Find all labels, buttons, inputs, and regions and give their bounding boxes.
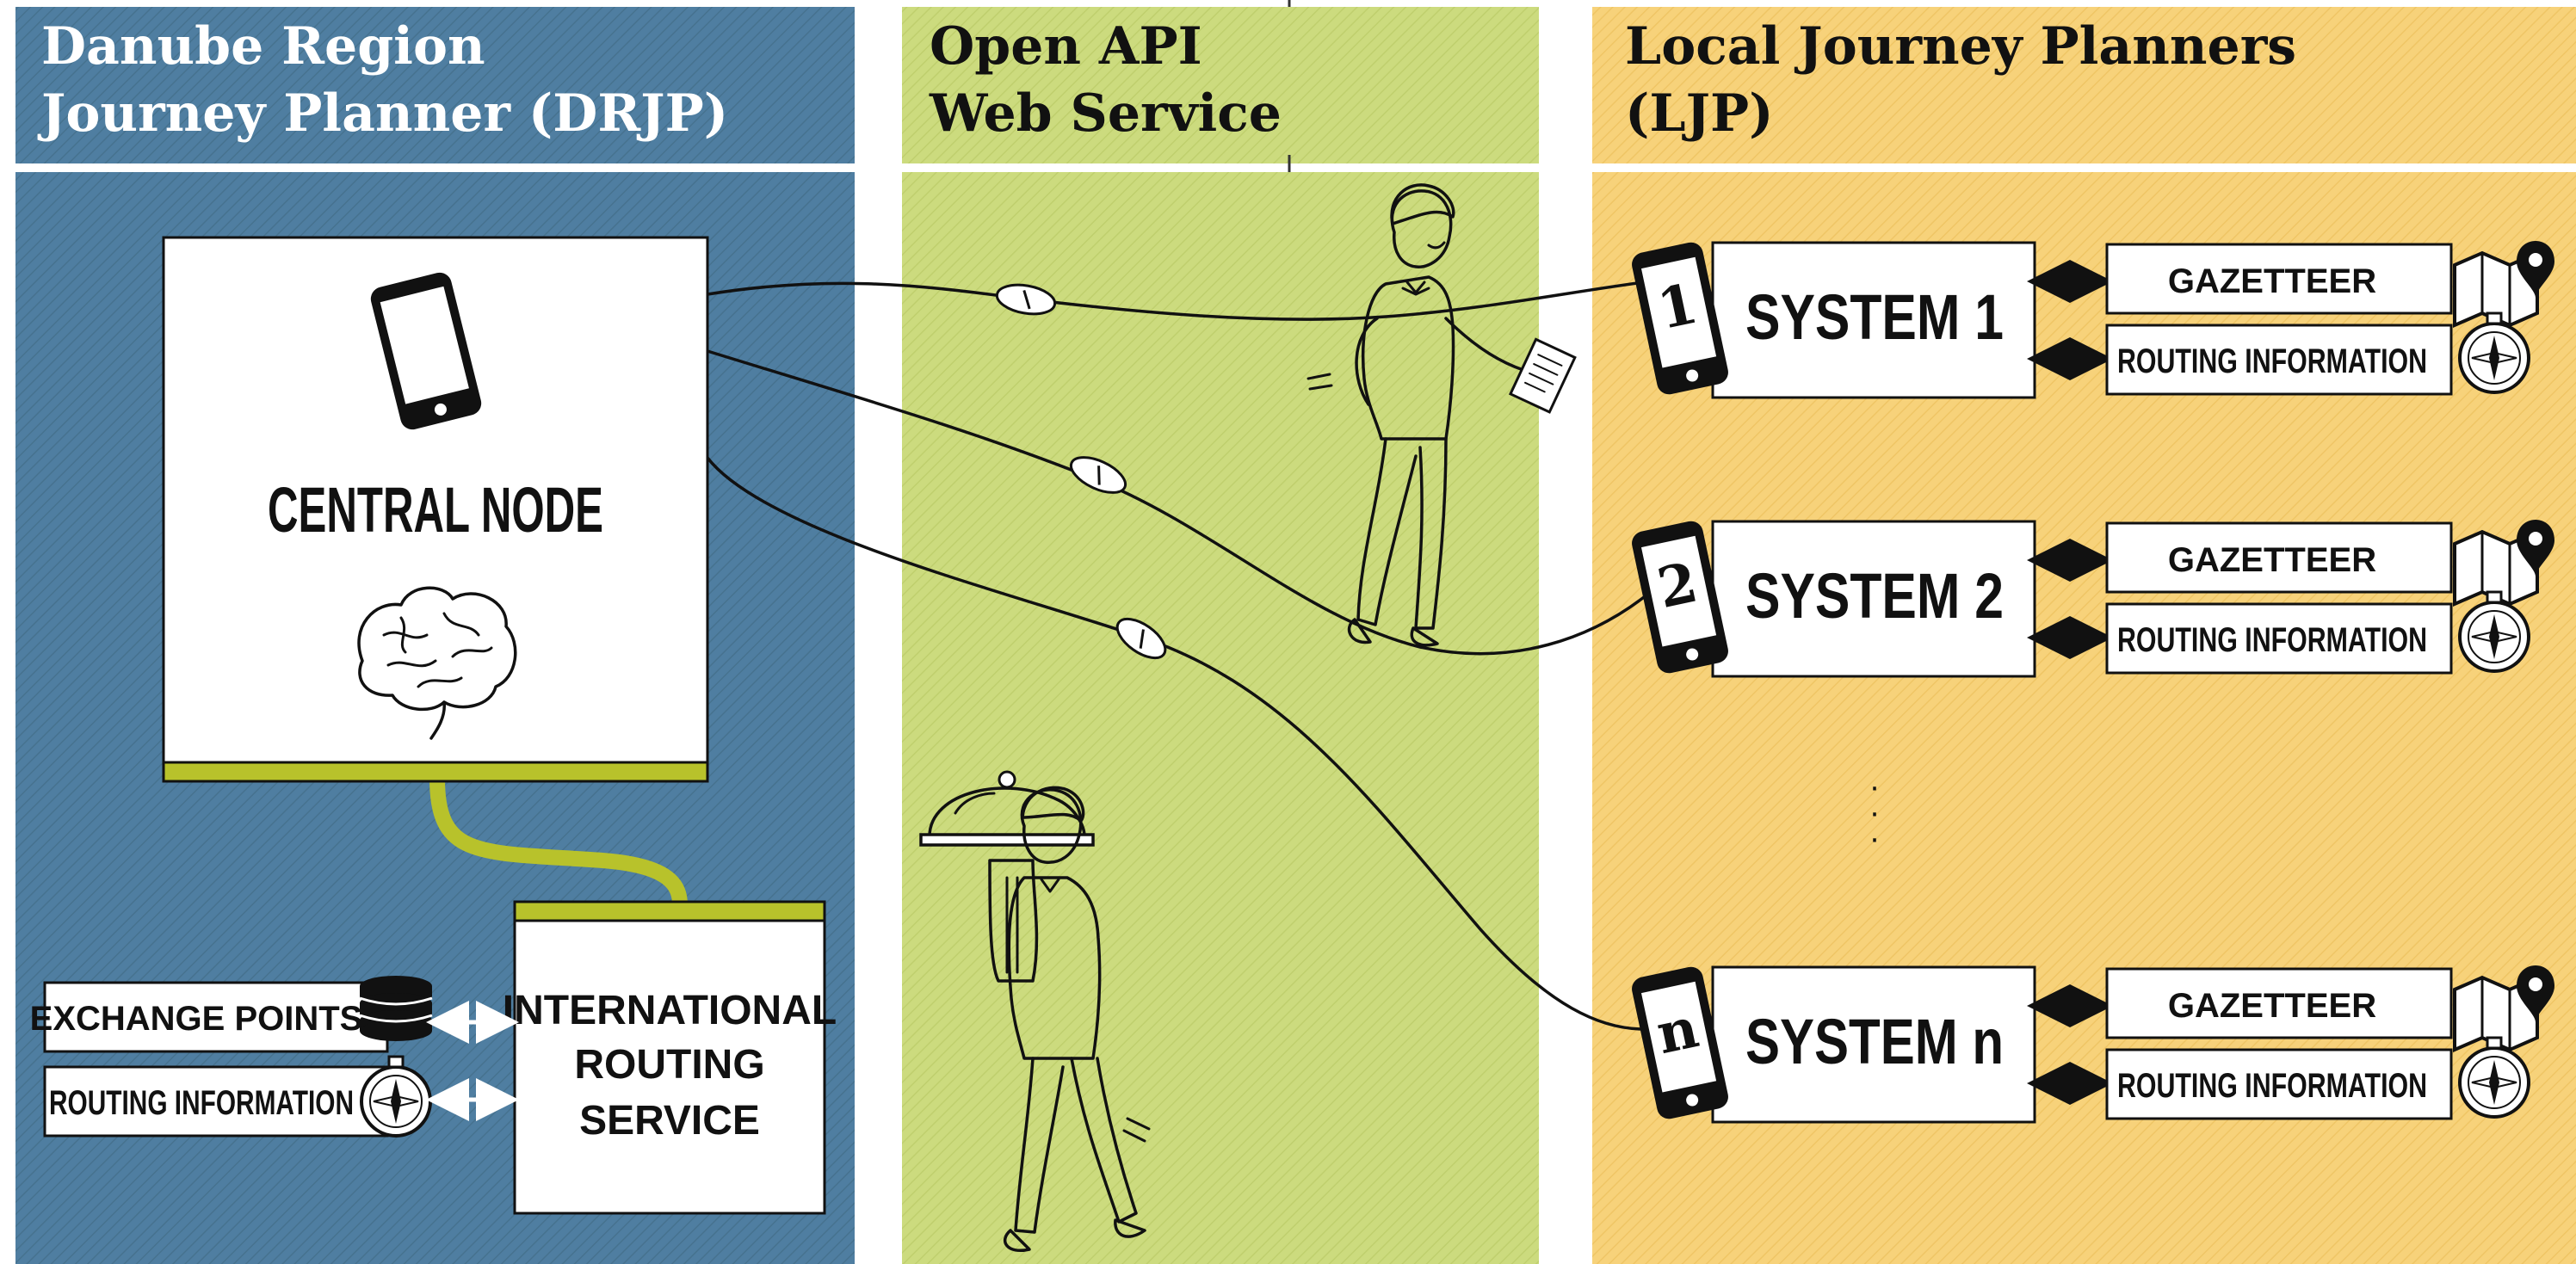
system-row-3: SYSTEM nn GAZETTEER ROUTING INFORMATION: [1632, 965, 2554, 1124]
connection-cables: [706, 281, 1646, 1031]
drjp-routing-information-label: ROUTING INFORMATION: [49, 1084, 354, 1122]
waiter-with-cloche-illustration: [919, 770, 1151, 1253]
system-phone-icon: n: [1632, 966, 1728, 1119]
system-box: [1711, 520, 2036, 678]
international-routing-box: INTERNATIONAL ROUTING SERVICE: [503, 900, 837, 1215]
ljp-title-line2: (LJP): [1625, 83, 1773, 144]
system-phone-icon: 2: [1632, 521, 1728, 674]
drjp-title-line1: Danube Region: [41, 16, 485, 77]
routing-information-label: ROUTING INFORMATION: [2117, 1067, 2427, 1105]
international-routing-line1: INTERNATIONAL: [503, 988, 837, 1033]
gazetteer-label: GAZETTEER: [2168, 987, 2376, 1025]
api-title-line1: Open API: [930, 16, 1202, 77]
cable-to-system-n: [706, 456, 1646, 1031]
ljp-header-band: [1592, 7, 2576, 163]
system-label: SYSTEM n: [1745, 1006, 2004, 1077]
database-icon: [359, 976, 433, 1041]
gazetteer-box: [2105, 243, 2453, 315]
api-body-band: [902, 172, 1539, 1264]
drjp-title-line2: Journey Planner (DRJP): [37, 83, 728, 144]
brain-icon: [357, 586, 517, 740]
cable-to-system-1: [706, 281, 1646, 321]
compass-icon: [2458, 590, 2530, 673]
exchange-points-box: EXCHANGE POINTS: [30, 976, 519, 1053]
routing-information-label: ROUTING INFORMATION: [2117, 342, 2427, 380]
routing-information-box: [2105, 1048, 2453, 1120]
api-title-line2: Web Service: [929, 83, 1282, 144]
international-routing-line2: ROUTING: [574, 1042, 764, 1088]
system-label: SYSTEM 2: [1745, 560, 2004, 632]
cable-plug-1: [995, 283, 1057, 316]
ellipsis-indicator-3: ·: [1870, 823, 1880, 858]
compass-icon: [360, 1055, 432, 1138]
ellipsis-indicator: ·: [1870, 772, 1880, 806]
gazetteer-box: [2105, 521, 2453, 594]
api-header-band: [902, 7, 1539, 163]
routing-information-label: ROUTING INFORMATION: [2117, 621, 2427, 659]
ellipsis-indicator-2: ·: [1870, 798, 1880, 832]
api-column: Open API Web Service: [902, 7, 1539, 1264]
map-pin-icon: [2453, 965, 2554, 1053]
system-phone-icon: 1: [1632, 242, 1728, 395]
gazetteer-label: GAZETTEER: [2168, 541, 2376, 579]
smartphone-icon: [370, 272, 482, 430]
ljp-title-line1: Local Journey Planners: [1625, 16, 2296, 77]
cable-plug-2: [1069, 456, 1127, 494]
map-pin-icon: [2453, 520, 2554, 607]
cable-to-system-2: [706, 349, 1646, 656]
central-node-label: CENTRAL NODE: [268, 474, 603, 546]
drjp-routing-information-box: ROUTING INFORMATION: [43, 1055, 519, 1138]
gazetteer-box: [2105, 967, 2453, 1039]
exchange-points-label: EXCHANGE POINTS: [30, 1000, 363, 1038]
routing-information-box: [2105, 324, 2453, 396]
compass-icon: [2458, 311, 2530, 394]
gazetteer-label: GAZETTEER: [2168, 262, 2376, 300]
cable-plug-3: [1115, 617, 1167, 660]
central-node-box: CENTRAL NODE: [162, 236, 709, 783]
map-pin-icon: [2453, 241, 2554, 329]
drjp-header-band: [15, 7, 855, 163]
system-row-2: SYSTEM 22 GAZETTEER ROUTING INFORMATION: [1632, 520, 2554, 678]
system-label: SYSTEM 1: [1745, 281, 2004, 353]
central-to-routing-link: [429, 778, 688, 906]
system-row-1: SYSTEM 11 GAZETTEER ROUTING INFORMATION: [1632, 241, 2554, 399]
international-routing-line3: SERVICE: [579, 1098, 760, 1144]
compass-icon: [2458, 1036, 2530, 1119]
waiter-with-note-illustration: [1307, 183, 1577, 647]
routing-information-box: [2105, 602, 2453, 675]
